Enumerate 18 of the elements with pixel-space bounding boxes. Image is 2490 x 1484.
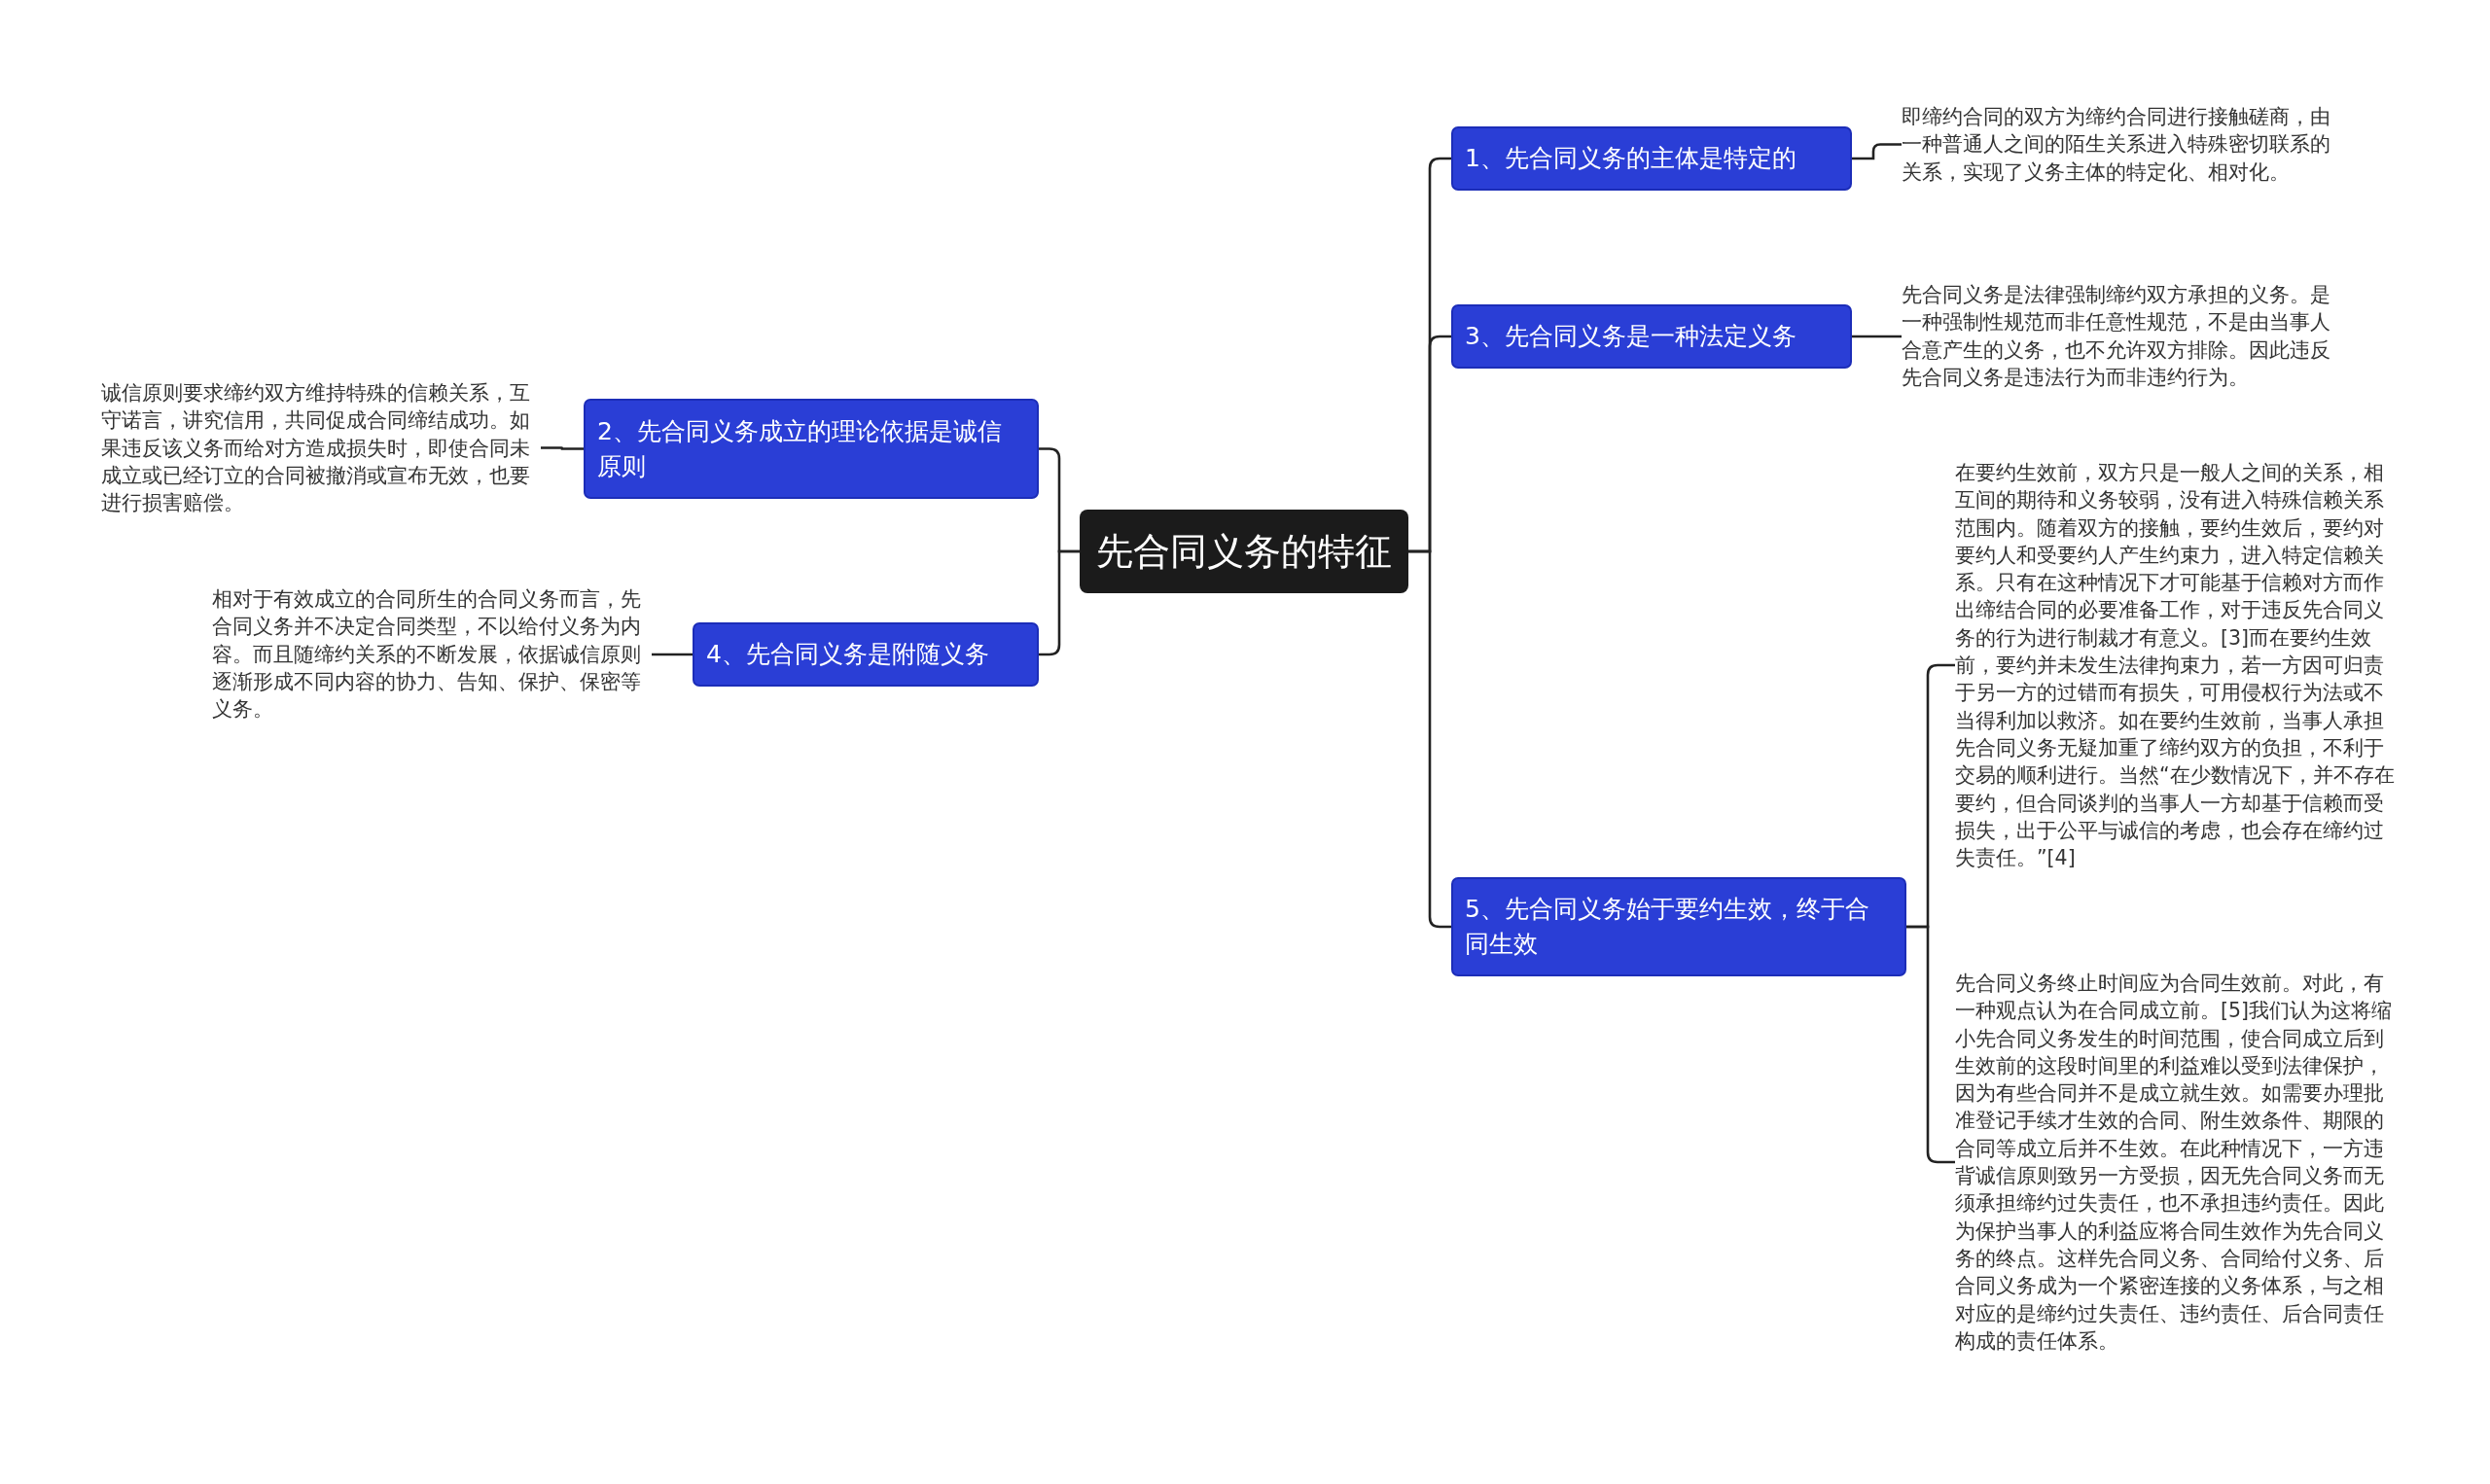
central-topic-box: 先合同义务的特征: [1080, 510, 1408, 593]
note-text: 相对于有效成立的合同所生的合同义务而言，先合同义务并不决定合同类型，不以给付义务为内容。而且随缔约关系的不断发展，依据诚信原则逐渐形成不同内容的协力、告知、保护、保密等义务。: [212, 585, 652, 724]
note-text: 先合同义务终止时间应为合同生效前。对此，有一种观点认为在合同成立前。[5]我们认为这将缩小先合同义务发生的时间范围，使合同成立后到生效前的这段时间里的利益难以受到法律保护，因为有些合同并不是成立就生效。如需要办理批准登记手续才生效的合同、附生效条件、期限的合同等成立后并不生效。在此种情况下，一方违背诚信原则致另一方受损，因无先合同义务而无须承担缔约过失责任，也不承担违约责任。因此为保护当事人的利益应将合同生效作为先合同义务的终点。这样先合同义务、合同给付义务、后合同义务成为一个紧密连接的义务体系，与之相对应的是缔约过失责任、违约责任、后合同责任构成的责任体系。: [1955, 970, 2395, 1356]
connector-line: [1852, 143, 1902, 160]
topic-box: 3、先合同义务是一种法定义务: [1451, 304, 1852, 369]
connector-line: [652, 653, 693, 656]
topic-box: 2、先合同义务成立的理论依据是诚信原则: [584, 399, 1039, 499]
topic-box: 4、先合同义务是附随义务: [693, 622, 1039, 687]
note-text: 诚信原则要求缔约双方维持特殊的信赖关系，互守诺言，讲究信用，共同促成合同缔结成功。如果违反该义务而给对方造成损失时，即使合同未成立或已经订立的合同被撤消或宣布无效，也要进行损害赔偿。: [101, 379, 541, 517]
note-text: 在要约生效前，双方只是一般人之间的关系，相互间的期待和义务较弱，没有进入特殊信赖关系范围内。随着双方的接触，要约生效后，要约对要约人和受要约人产生约束力，进入特定信赖关系。只有在这种情况下才可能基于信赖对方而作出缔结合同的必要准备工作，对于违反先合同义务的行为进行制裁才有意义。[3]而在要约生效前，要约并未发生法律拘束力，若一方因可归责于另一方的过错而有损失，可用侵权行为法或不当得利加以救济。如在要约生效前，当事人承担先合同义务无疑加重了缔约双方的负担，不利于交易的顺利进行。当然“在少数情况下，并不存在要约，但合同谈判的当事人一方却基于信赖而受损失，出于公平与诚信的考虑，也会存在缔约过失责任。”[4]: [1955, 459, 2395, 872]
note-text: 即缔约合同的双方为缔约合同进行接触磋商，由一种普通人之间的陌生关系进入特殊密切联系的关系，实现了义务主体的特定化、相对化。: [1902, 103, 2345, 186]
connector-line: [1408, 549, 1451, 929]
note-text: 先合同义务是法律强制缔约双方承担的义务。是一种强制性规范而非任意性规范，不是由当事人合意产生的义务，也不允许双方排除。因此违反先合同义务是违法行为而非违约行为。: [1902, 281, 2345, 392]
connector-line: [1852, 335, 1902, 338]
topic-box: 5、先合同义务始于要约生效，终于合同生效: [1451, 877, 1906, 976]
topic-box: 1、先合同义务的主体是特定的: [1451, 126, 1852, 191]
connector-line: [541, 446, 584, 450]
connector-line: [1039, 549, 1080, 656]
